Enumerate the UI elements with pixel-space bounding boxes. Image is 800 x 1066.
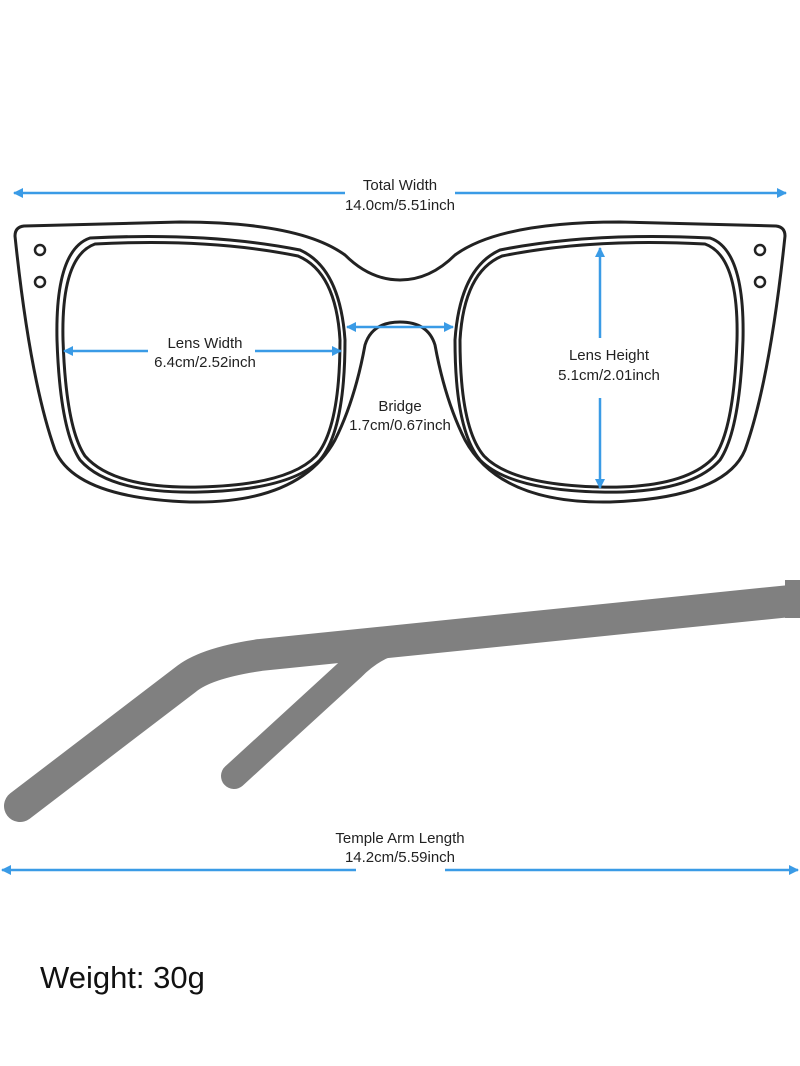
temple-arm-outer [4,584,800,822]
weight-text: Weight: 30g [40,960,205,995]
lens-height-value: 5.1cm/2.01inch [558,367,660,384]
lens-left [61,241,342,489]
lens-width-label: Lens Width [167,335,242,352]
bridge-value: 1.7cm/0.67inch [349,417,451,434]
rivet-icon [33,275,47,289]
total-width-label: Total Width [363,177,437,194]
lens-width-value: 6.4cm/2.52inch [154,354,256,371]
total-width-value: 14.0cm/5.51inch [345,197,455,214]
rivet-icon [33,243,47,257]
temple-arm [4,580,800,822]
frame-outline-left [13,220,401,504]
dimension-arrows [1,188,799,875]
temple-arm-inner [221,632,398,789]
lens-height-label: Lens Height [569,347,650,364]
frame-front [13,220,787,504]
temple-length-value: 14.2cm/5.59inch [345,849,455,866]
temple-length-label: Temple Arm Length [335,830,464,847]
lens-rim-left [55,235,347,494]
bridge-label: Bridge [378,398,421,415]
